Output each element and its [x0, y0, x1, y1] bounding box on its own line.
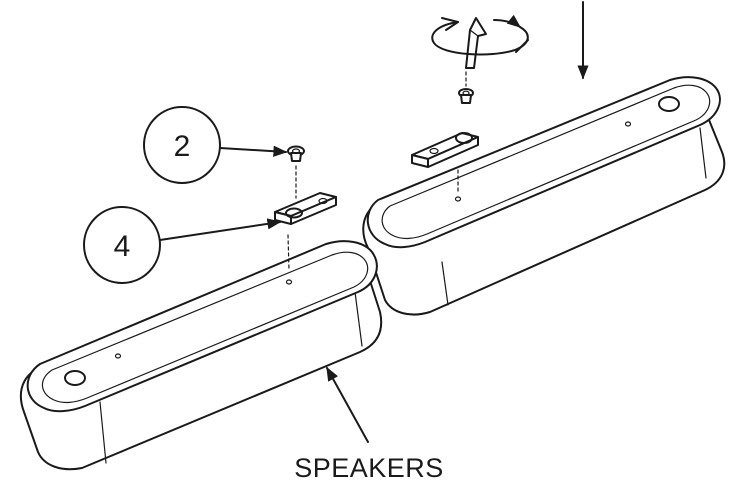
speakers-callout: SPEAKERS	[294, 366, 444, 483]
rotation-arrow-icon	[431, 14, 529, 56]
screw-left	[287, 145, 305, 199]
callout-2: 2	[143, 106, 288, 184]
hex-key-icon	[465, 17, 487, 69]
callout-2-number: 2	[174, 130, 191, 163]
left-speaker	[19, 240, 383, 471]
speakers-label: SPEAKERS	[294, 453, 444, 483]
screw-right	[458, 71, 474, 104]
speaker-hole-icon	[658, 96, 680, 112]
callout-4-number: 4	[114, 230, 131, 263]
callout-4: 4	[83, 206, 282, 284]
bracket-right	[411, 132, 479, 193]
right-speaker	[362, 76, 726, 316]
